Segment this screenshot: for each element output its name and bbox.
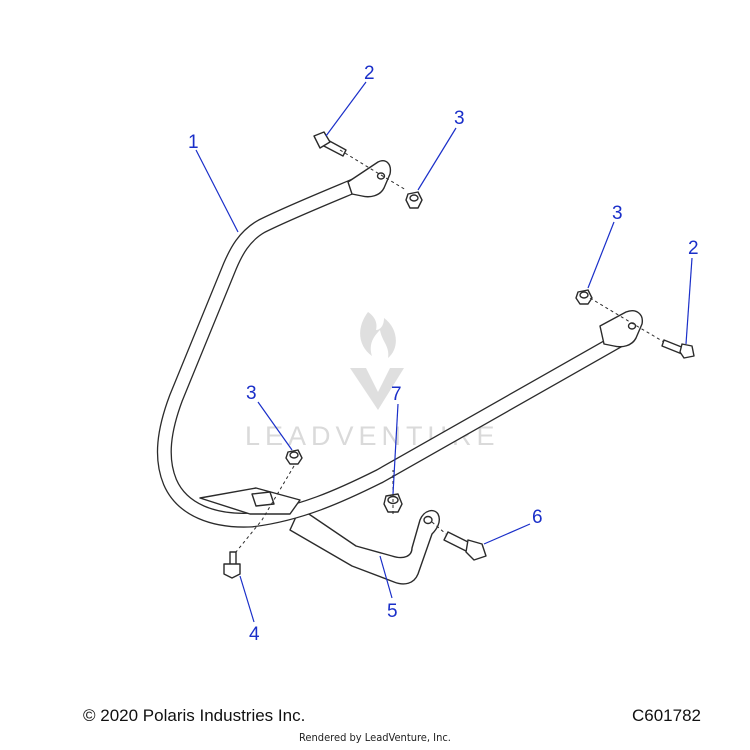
part-3-nut-center bbox=[285, 449, 303, 465]
part-3-nut-upper bbox=[405, 191, 423, 209]
leader-lines bbox=[195, 81, 693, 623]
callout-3-center: 3 bbox=[246, 383, 257, 404]
callouts: 1 2 2 3 3 3 4 5 6 7 bbox=[188, 63, 699, 645]
diagram-code: C601782 bbox=[631, 706, 701, 725]
part-4-bolt-lower bbox=[223, 551, 241, 579]
callout-4: 4 bbox=[249, 624, 260, 645]
copyright-text: © 2020 Polaris Industries Inc. bbox=[83, 706, 306, 725]
callout-7: 7 bbox=[391, 384, 402, 405]
part-5-bracket bbox=[289, 507, 441, 585]
part-6-bolt bbox=[443, 531, 487, 561]
part-2-bolt-right bbox=[661, 339, 695, 359]
callout-1: 1 bbox=[188, 132, 199, 153]
callout-3-upper: 3 bbox=[454, 108, 465, 129]
part-2-bolt-upper-left bbox=[313, 131, 347, 157]
installation-lines bbox=[235, 149, 665, 553]
callout-3-right: 3 bbox=[612, 203, 623, 224]
callout-2-right: 2 bbox=[688, 238, 699, 259]
callout-6: 6 bbox=[532, 507, 543, 528]
callout-5: 5 bbox=[387, 601, 398, 622]
part-1-bumper-tube bbox=[156, 160, 643, 528]
rendered-by-text: Rendered by LeadVenture, Inc. bbox=[299, 731, 451, 744]
part-3-nut-right bbox=[575, 289, 593, 305]
part-7-nut bbox=[383, 493, 403, 513]
callout-2-upper: 2 bbox=[364, 63, 375, 84]
